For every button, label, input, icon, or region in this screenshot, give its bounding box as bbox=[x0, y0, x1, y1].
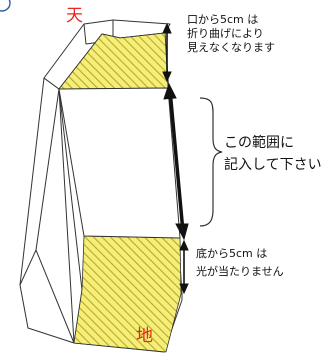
note-line: 記入して下さい bbox=[224, 156, 322, 173]
note-line: 底から5cm は bbox=[196, 247, 268, 260]
note-line: 口から5cm は bbox=[187, 13, 259, 26]
arrow-bottom-margin bbox=[179, 239, 189, 295]
bottom-margin-note: 底から5cm は 光が当たりません bbox=[196, 245, 284, 281]
arrow-writing-area bbox=[163, 82, 189, 241]
top-margin-note: 口から5cm は 折り曲げにより 見えなくなります bbox=[187, 13, 275, 54]
corner-mark bbox=[0, 0, 11, 12]
note-line: 光が当たりません bbox=[196, 265, 284, 279]
top-label: 天 bbox=[66, 6, 83, 26]
note-line: この範囲に bbox=[224, 135, 294, 151]
arrow-top-margin bbox=[162, 22, 172, 83]
hatch-bottom bbox=[73, 235, 182, 353]
bottom-label: 地 bbox=[136, 326, 153, 346]
writing-area-note: この範囲に 記入して下さい bbox=[224, 133, 322, 176]
note-line: 折り曲げにより bbox=[187, 26, 264, 40]
note-line: 見えなくなります bbox=[187, 40, 275, 54]
brace bbox=[199, 97, 223, 227]
